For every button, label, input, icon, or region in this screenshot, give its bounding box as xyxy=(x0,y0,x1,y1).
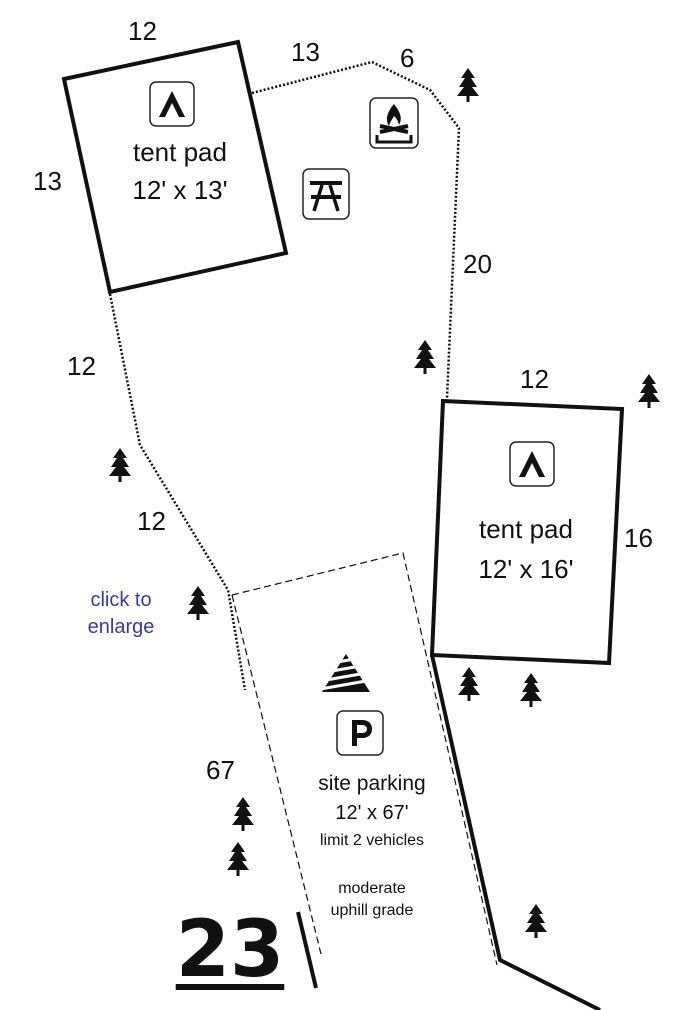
click-to-enlarge-link[interactable]: click to enlarge xyxy=(62,589,180,639)
enlarge-link-line2[interactable]: enlarge xyxy=(87,616,155,638)
dimension-pad2-right: 16 xyxy=(624,523,653,553)
parking-vehicle-limit: limit 2 vehicles xyxy=(319,832,425,849)
tree-icon xyxy=(525,904,547,938)
trail-path-left xyxy=(108,293,247,691)
tree-icon xyxy=(187,586,209,620)
tree-icon xyxy=(458,667,480,701)
parking-outline-left xyxy=(231,594,323,959)
picnic-table-icon xyxy=(302,168,350,220)
parking-outline xyxy=(231,552,498,966)
driveway-edge-right xyxy=(430,654,601,1010)
dimension-pad2-top: 12 xyxy=(520,364,549,394)
dimension-pad1-top: 12 xyxy=(128,16,157,46)
tent-pad-1-size: 12' x 13' xyxy=(132,175,228,205)
dimension-path-right: 20 xyxy=(463,249,492,279)
enlarge-link-line1[interactable]: click to xyxy=(90,589,152,611)
dimension-path-left-lower: 12 xyxy=(137,506,166,536)
dimension-path-corner: 6 xyxy=(400,43,415,73)
trail-path xyxy=(251,60,461,399)
tree-icon xyxy=(414,340,436,374)
dimension-parking-length: 67 xyxy=(206,755,235,785)
tent-pad-2-label: tent pad xyxy=(479,514,573,544)
campfire-icon xyxy=(369,97,419,149)
parking-label: site parking xyxy=(318,772,426,795)
tent-pad-1-label: tent pad xyxy=(133,137,227,167)
tree-icon xyxy=(232,797,254,831)
tree-icon xyxy=(457,68,479,102)
tree-icon xyxy=(109,448,131,482)
tent-pad-2-outline xyxy=(429,398,625,666)
dimension-path-left-upper: 12 xyxy=(67,351,96,381)
parking-grade-line1: moderate xyxy=(338,880,406,897)
tent-icon xyxy=(149,81,195,127)
tent-icon xyxy=(509,441,555,487)
dimension-pad1-left: 13 xyxy=(33,166,62,196)
driveway-edge-left xyxy=(296,911,318,989)
site-number: 23 xyxy=(175,905,285,995)
parking-size: 12' x 67' xyxy=(335,802,409,824)
dimension-path-top: 13 xyxy=(291,37,320,67)
parking-grade-line2: uphill grade xyxy=(330,902,414,919)
tree-icon xyxy=(520,673,542,707)
tent-pad-1-outline xyxy=(61,39,289,295)
tree-icon xyxy=(638,374,660,408)
parking-icon xyxy=(336,710,384,756)
grade-arrow-icon xyxy=(320,654,372,692)
tent-pad-2-size: 12' x 16' xyxy=(478,554,574,584)
tree-icon xyxy=(227,842,249,876)
